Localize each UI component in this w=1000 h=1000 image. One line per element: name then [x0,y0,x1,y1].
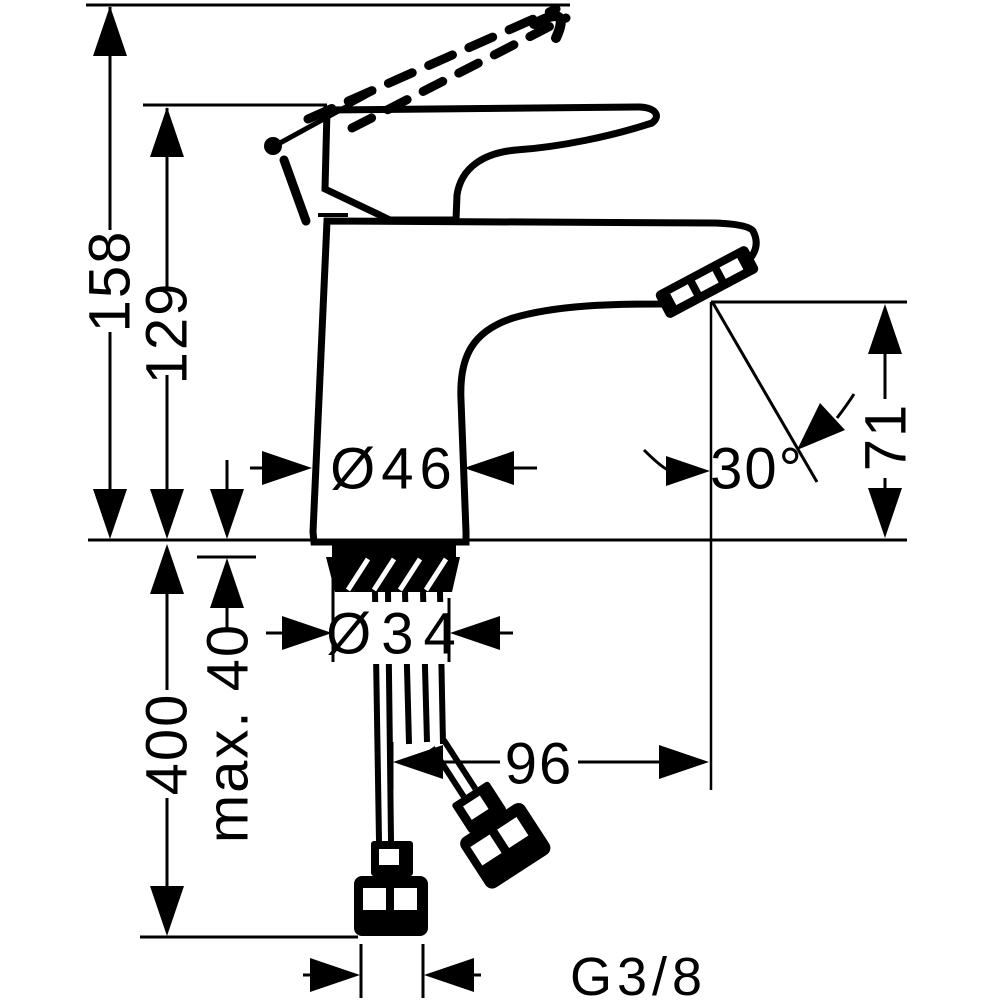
dim-hose-length: 400 [135,544,200,936]
hose-g38-connector [460,802,551,889]
connector-slot [363,888,386,910]
hose-nut-slot [463,795,489,820]
aerator-slot [670,284,694,306]
leader-arrow-left [666,456,710,486]
arrow-right [659,745,709,779]
pivot-dot [264,137,282,155]
hose-nut-slot [379,849,399,865]
faucet [264,4,760,546]
dim-body-diameter: Ø46 [250,437,537,502]
dim-mounting-hole-label: Ø34 [326,602,466,667]
leader-tail-right [835,393,856,419]
dim-aerator-angle-label: 30° [710,437,804,502]
dim-body-diameter-label: Ø46 [330,437,458,502]
dim-hose-length-label: 400 [135,693,200,796]
dim-aerator-angle: 30° [642,393,856,502]
dim-hose-thread-label: G3/8 [570,947,707,1000]
arrow-up [210,558,244,608]
dim-spout-height: 71 [854,304,919,538]
leader-tail-left [642,448,669,472]
connector-slot [497,817,529,849]
arrow-up [93,6,127,56]
faucet-body-and-spout [309,217,760,546]
extension-lines [86,3,907,998]
arrow-up [150,107,184,157]
arrow-right [310,958,360,992]
aerator-slot [694,271,719,292]
dim-total-height: 158 [78,6,143,539]
connector-slot [394,888,417,910]
supply-hose-left-connector [354,841,428,936]
aerator-slot [719,257,744,279]
hose-line [441,738,478,791]
dim-handle-height: 129 [135,107,200,539]
arrow-down [150,489,184,539]
arrow-down [868,488,902,538]
aerator [655,246,759,318]
flange-hatched-nut [326,557,460,592]
arrow-left [393,745,443,779]
aerator-angle-line [711,302,819,483]
counter-surface [88,538,907,939]
arrow-up [868,304,902,354]
arrow-right [262,451,312,485]
arrow-down [150,886,184,936]
raised-handle-dashed-top [303,4,561,124]
dim-spout-reach-label: 96 [505,732,574,797]
dim-spout-height-label: 71 [854,403,919,472]
dim-max-deck-thickness-label: max. 40 [196,623,261,843]
flange-band [332,544,456,557]
faucet-handle [321,103,660,224]
hatch-gap [345,557,371,592]
pivot-dash [279,155,311,226]
dim-hose-thread: G3/8 [303,947,707,1000]
label-background [338,602,446,664]
handle-raised-outline [303,4,571,133]
dim-total-height-label: 158 [78,230,143,333]
arrow-left [450,616,500,650]
dim-spout-reach: 96 [393,732,709,797]
arrow-left [424,958,474,992]
connector-slot [470,834,502,866]
arrow-right [282,616,332,650]
dim-max-deck-thickness: max. 40 [196,460,261,843]
hatch-gap [423,557,449,592]
dim-mounting-hole-diameter: Ø34 [266,602,513,667]
raised-handle-dashed-bottom [347,13,571,133]
mounting-flange [326,544,460,592]
arrow-down [210,489,244,539]
arrow-down [93,489,127,539]
raised-handle-tip [529,11,566,43]
arrow-up [150,544,184,594]
leader-arrow-right [797,403,845,450]
dim-handle-height-label: 129 [135,282,200,385]
hatch-gap [371,557,397,592]
hatch-gap [397,557,423,592]
arrow-left [464,451,514,485]
